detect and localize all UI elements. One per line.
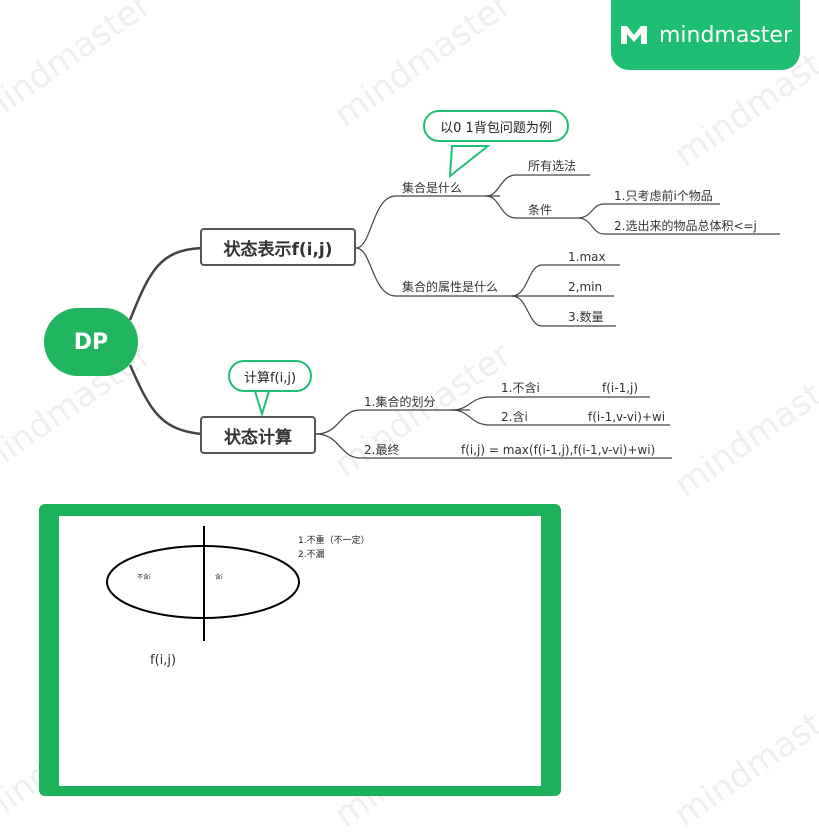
topic-state-calculation[interactable]: 状态计算 [200,416,316,454]
branch-exclude-i[interactable]: 1.不含i [501,381,540,395]
brand-name: mindmaster [658,22,793,48]
branch-include-i[interactable]: 2.含i [501,410,528,424]
callout-calc[interactable]: 计算f(i,j) [228,360,312,392]
sketch-caption: f(i,j) [150,653,177,668]
formula-include: f(i-1,v-vi)+wi [588,410,666,424]
callout-label: 计算f(i,j) [243,370,297,386]
note-no-duplicate: 1.不重（不一定） [298,536,370,546]
set-partition-sketch [106,526,300,641]
branch-set-attribute[interactable]: 集合的属性是什么 [402,280,499,294]
root-topic-dp[interactable]: DP [44,308,138,376]
sketch-label-right: 含i [215,574,223,581]
branch-attr-min[interactable]: 2,min [568,280,603,294]
branch-partition[interactable]: 1.集合的划分 [364,395,436,409]
note-no-omission: 2.不漏 [298,550,325,560]
branch-conditions[interactable]: 条件 [528,203,553,217]
brand-badge: mindmaster [611,0,800,70]
callout-label: 以0 1背包问题为例 [440,120,552,136]
branch-condition-2[interactable]: 2.选出来的物品总体积<=j [614,219,757,233]
sketch-label-left: 不含i [137,574,151,581]
embedded-image-frame[interactable]: 不含i 含i 1.不重（不一定） 2.不漏 f(i,j) [39,504,561,796]
embedded-image: 不含i 含i 1.不重（不一定） 2.不漏 f(i,j) [59,516,541,786]
branch-attr-max[interactable]: 1.max [568,250,606,264]
topic-label: 状态计算 [224,427,292,448]
branch-attr-count[interactable]: 3.数量 [568,310,604,324]
branch-condition-1[interactable]: 1.只考虑前i个物品 [614,189,713,203]
callout-example[interactable]: 以0 1背包问题为例 [423,110,569,142]
mindmaster-logo-icon [620,26,647,44]
root-label: DP [73,329,109,355]
branch-all-choices[interactable]: 所有选法 [528,159,577,173]
formula-exclude: f(i-1,j) [602,381,639,395]
topic-state-representation[interactable]: 状态表示f(i,j) [200,228,356,266]
branch-set-what[interactable]: 集合是什么 [402,181,463,195]
topic-label: 状态表示f(i,j) [223,239,333,260]
formula-final: f(i,j) = max(f(i-1,j),f(i-1,v-vi)+wi) [461,443,656,457]
branch-final[interactable]: 2.最终 [364,443,400,457]
